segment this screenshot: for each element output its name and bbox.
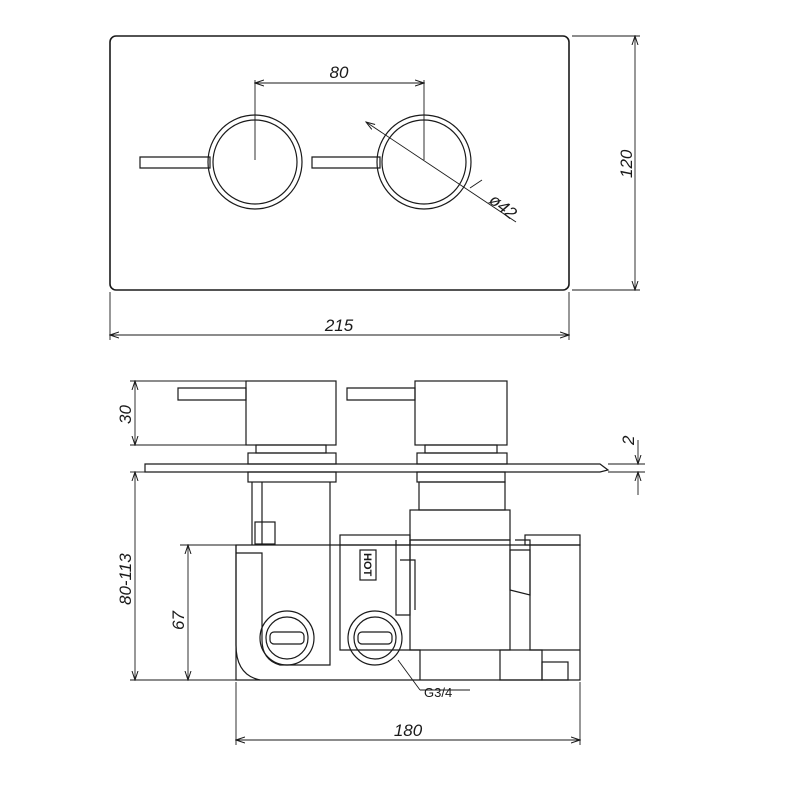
front-view: 80 ø42 120 215 bbox=[110, 36, 640, 340]
left-handle-side bbox=[177, 380, 337, 465]
dim-diameter-label: ø42 bbox=[486, 190, 521, 223]
hot-label: HOT bbox=[361, 553, 373, 577]
dim-body-width-label: 180 bbox=[394, 721, 423, 740]
dim-plate-thickness-label: 2 bbox=[619, 435, 638, 446]
dim-handle-height: 30 bbox=[116, 381, 246, 445]
dim-body-width: 180 bbox=[236, 682, 580, 745]
inlet-port-left bbox=[259, 610, 315, 666]
dim-plate-thickness: 2 bbox=[608, 435, 645, 495]
inlet-port-right bbox=[347, 610, 403, 666]
right-handle-side bbox=[346, 380, 508, 465]
dim-plate-width-label: 215 bbox=[324, 316, 354, 335]
thread-label: G3/4 bbox=[424, 685, 452, 700]
dim-handle-height-label: 30 bbox=[116, 405, 135, 424]
dim-depth-range: 80-113 bbox=[116, 472, 236, 680]
cover-plate-side bbox=[144, 463, 610, 473]
dim-spacing-label: 80 bbox=[330, 63, 349, 82]
left-spindle bbox=[247, 471, 337, 545]
hot-marking: HOT bbox=[359, 549, 377, 581]
dim-plate-height: 120 bbox=[572, 36, 640, 290]
valve-body bbox=[235, 534, 581, 681]
left-handle-front bbox=[139, 80, 303, 210]
dim-depth-range-label: 80-113 bbox=[116, 553, 135, 605]
thread-callout: G3/4 bbox=[397, 659, 470, 700]
dim-plate-width: 215 bbox=[110, 292, 569, 340]
dim-plate-height-label: 120 bbox=[617, 149, 636, 178]
dim-spacing: 80 bbox=[255, 63, 424, 83]
right-handle-front bbox=[311, 80, 472, 210]
dim-body-height: 67 bbox=[169, 545, 236, 680]
side-view: HOT G3/4 30 bbox=[116, 381, 645, 745]
dim-diameter: ø42 bbox=[366, 122, 521, 224]
cover-plate bbox=[109, 35, 570, 291]
dim-body-height-label: 67 bbox=[169, 611, 188, 630]
right-spindle bbox=[409, 471, 511, 541]
